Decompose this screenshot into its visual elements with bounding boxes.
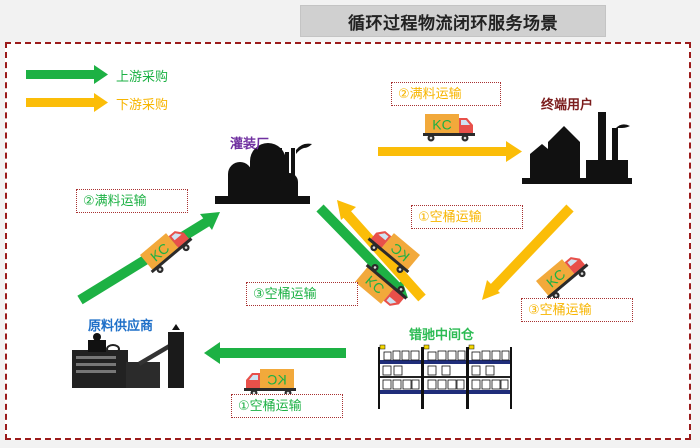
- factory-icon: [215, 143, 312, 204]
- legend-downstream-arrow: [26, 93, 108, 112]
- legend-downstream-label: 下游采购: [116, 98, 169, 113]
- tag-supplier-to-plant: ②满料运输: [76, 189, 188, 213]
- diagram-title: 循环过程物流闭环服务场景: [300, 5, 606, 37]
- truck-icon: [423, 114, 475, 142]
- tag-user-to-warehouse: ③空桶运输: [521, 298, 633, 322]
- truck-icon: [534, 248, 592, 304]
- legend-upstream-arrow: [26, 65, 108, 84]
- warehouse-shelf-icon: [378, 344, 512, 409]
- tag-plant-to-warehouse: ③空桶运输: [246, 282, 358, 306]
- tag-warehouse-to-plant: ①空桶运输: [411, 205, 523, 229]
- arrow-warehouse-to-supplier: [204, 342, 346, 364]
- end-user-label: 终端用户: [541, 98, 594, 113]
- filling-plant-label: 灌装厂: [230, 137, 270, 152]
- arrow-warehouse-to-plant: [337, 200, 426, 302]
- truck-icon: [244, 369, 296, 397]
- industrial-plant-icon: [72, 324, 184, 388]
- legend-upstream-label: 上游采购: [116, 70, 169, 85]
- warehouse-label: 错驰中间仓: [409, 328, 475, 343]
- arrow-user-to-warehouse: [482, 204, 574, 300]
- arrow-plant-to-user: [378, 141, 522, 162]
- tag-warehouse-to-supplier: ①空桶运输: [231, 394, 343, 418]
- plant-icon: [522, 112, 632, 184]
- supplier-label: 原料供应商: [88, 319, 154, 334]
- tag-plant-to-user: ②满料运输: [391, 82, 501, 106]
